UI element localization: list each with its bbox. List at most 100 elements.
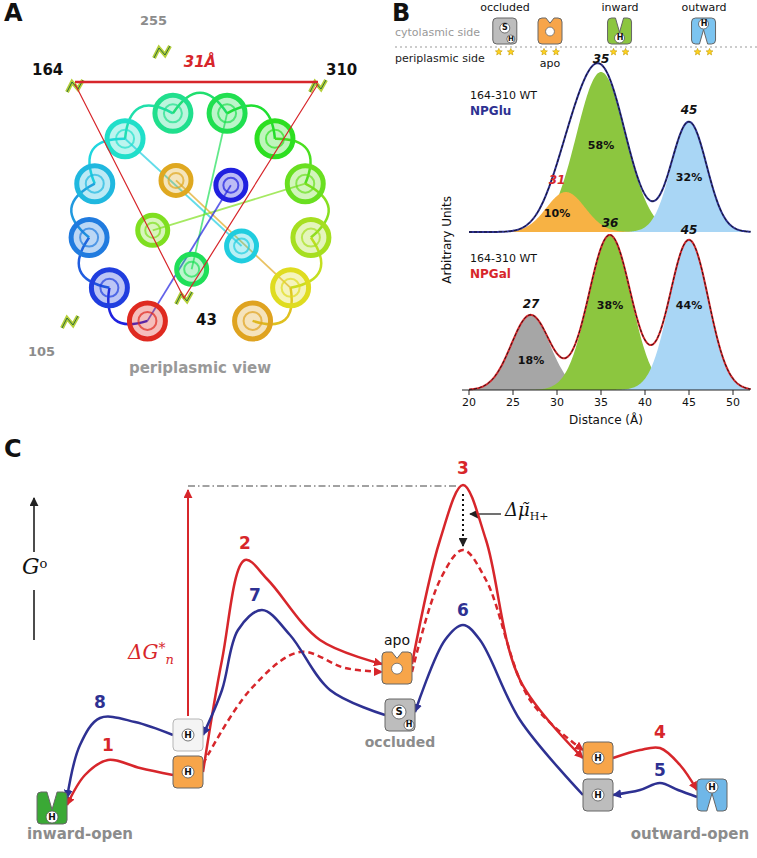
spin-label-star [553, 48, 560, 55]
peak-distance: 45 [681, 224, 698, 238]
step-number: 4 [652, 724, 668, 741]
sample-label: NPGlu [470, 105, 511, 119]
transporter-outline [173, 719, 203, 751]
substrate-symbol: S [395, 706, 402, 718]
state-cartoon: H [173, 756, 203, 788]
symbol-circle [615, 33, 625, 43]
transporter-shape [173, 756, 203, 788]
axis-title: Distance (Å) [569, 414, 643, 428]
axis-tick [469, 390, 470, 395]
driving-force-symbol: H+ [530, 510, 549, 523]
helix-body [161, 165, 191, 195]
transporter-outline [583, 779, 613, 811]
empty-site [392, 663, 403, 674]
helix-body [91, 270, 127, 306]
helix-body [138, 215, 168, 245]
barrier-symbol: * [158, 640, 165, 656]
helix-body [129, 303, 165, 339]
proton-symbol: H [184, 767, 192, 777]
helix-body [209, 95, 245, 131]
proton-symbol: H [708, 782, 716, 792]
transporter-outline [538, 18, 562, 44]
residue-number: 164 [32, 62, 63, 79]
helix-body [77, 166, 113, 202]
state-name: inward-open [27, 826, 133, 843]
panel-letter: C [4, 436, 22, 464]
transporter-outline [692, 18, 716, 44]
peak-percentage: 44% [676, 300, 702, 313]
state-cartoon: Hinward-open [25, 792, 135, 844]
gaussian-peak [469, 72, 751, 232]
spin-label-star [541, 48, 548, 55]
helix-core [282, 279, 300, 297]
helix-core [218, 104, 236, 122]
helix [91, 270, 127, 306]
transporter-shape [37, 792, 67, 824]
helix-body [287, 166, 323, 202]
spin-label-star [508, 48, 515, 55]
sample-label: NPGal [470, 268, 511, 282]
barrier-symbol: ΔG [128, 640, 158, 664]
helix [216, 170, 246, 200]
step-number: 6 [455, 602, 471, 619]
residue-number: 310 [326, 62, 357, 79]
peak-distance: 45 [681, 104, 698, 118]
peak-percentage: 18% [518, 355, 544, 368]
transporter-shape [382, 652, 412, 684]
transporter-outline [608, 18, 632, 44]
energy-axis-arrow [33, 498, 35, 552]
distance-line [75, 81, 318, 84]
distance-label: 31Å [184, 54, 216, 71]
residue-sticks [154, 46, 170, 58]
helix-core [116, 130, 134, 148]
transporter-shape [692, 18, 716, 55]
state-name: apo [540, 58, 560, 71]
gaussian-peak [469, 122, 751, 232]
proton-symbol: H [594, 790, 602, 800]
helix-core [86, 175, 104, 193]
transporter-outline [385, 699, 415, 731]
panel-letter: B [392, 0, 410, 28]
x-axis [462, 390, 750, 391]
tick-label: 40 [638, 397, 652, 410]
state-name: occluded [365, 734, 436, 750]
helix [287, 166, 323, 202]
state-name: occluded [480, 2, 530, 15]
axis-tick [645, 390, 646, 395]
energy-path [203, 610, 385, 735]
transporter-shape [493, 18, 517, 55]
membrane-side-label: cytolasmic side [395, 27, 480, 40]
transporter-shape [173, 719, 203, 751]
helix-body [107, 121, 143, 157]
transporter-shape [538, 18, 562, 55]
helix-core [100, 279, 118, 297]
math-expression: ΔG*n [128, 640, 174, 667]
stick [62, 316, 78, 328]
helix [161, 165, 191, 195]
tick-label: 50 [726, 397, 740, 410]
transporter-shape [697, 779, 727, 811]
residue-number: 255 [140, 14, 167, 29]
helix-core [266, 130, 284, 148]
helix-core [244, 312, 262, 330]
helix-body [293, 220, 329, 256]
transporter-shape [608, 18, 632, 55]
transporter-outline [493, 18, 517, 44]
helix [138, 215, 168, 245]
energy-path [412, 485, 583, 758]
distance-distribution [469, 63, 751, 232]
energy-axis [33, 590, 35, 640]
spin-label-star [623, 48, 630, 55]
proton-symbol: H [508, 35, 514, 43]
tick-label: 20 [462, 397, 476, 410]
driving-force-arrow [462, 494, 464, 546]
tick-label: 35 [594, 397, 608, 410]
helix-core [302, 229, 320, 247]
spin-label-star [496, 48, 503, 55]
state-cartoon: occludedSH [478, 2, 532, 62]
symbol-circle [182, 729, 194, 741]
proton-symbol: H [617, 33, 624, 42]
state-name: outward [681, 2, 726, 15]
transporter-outline [697, 779, 727, 811]
